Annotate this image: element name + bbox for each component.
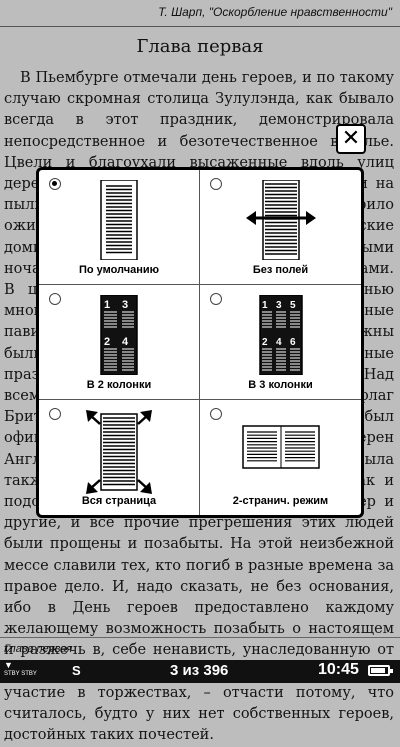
radio-two-columns[interactable]: [49, 293, 61, 305]
column-number: 3: [122, 299, 128, 311]
two-columns-icon: 1 3 2 4: [100, 295, 138, 375]
column-number: 1: [104, 299, 110, 311]
column-number: 3: [276, 300, 282, 311]
column-number: 4: [276, 337, 282, 348]
radio-three-columns[interactable]: [210, 293, 222, 305]
option-label: В 3 колонки: [248, 379, 313, 391]
battery-icon: [368, 665, 393, 676]
layout-option-no-margins[interactable]: Без полей: [200, 170, 361, 285]
reader-header: Т. Шарп, "Оскорбление нравственности": [0, 0, 400, 27]
radio-two-page[interactable]: [210, 408, 222, 420]
radio-fit-page[interactable]: [49, 408, 61, 420]
clock: 10:45: [318, 661, 359, 678]
page-counter[interactable]: 3 из 396: [170, 662, 229, 679]
column-number: 5: [290, 300, 296, 311]
wifi-status-text: STBY STBY: [4, 671, 37, 677]
column-number: 2: [262, 337, 268, 348]
chapter-title: Глава первая: [136, 36, 264, 57]
column-number: 1: [262, 300, 268, 311]
status-bar: ▼ STBY STBY S 3 из 396 10:45: [0, 660, 400, 683]
layout-option-default[interactable]: По умолчанию: [39, 170, 200, 285]
radio-default[interactable]: [49, 178, 61, 190]
option-label: Без полей: [252, 264, 309, 276]
three-columns-icon: 1 3 5 2 4 6: [258, 295, 303, 375]
footer-chapter-title: Глава первая: [4, 643, 73, 655]
page-default-icon: [100, 180, 138, 260]
wifi-status-icon: ▼ STBY STBY: [4, 660, 37, 678]
option-label: По умолчанию: [78, 264, 160, 276]
book-title: Т. Шарп, "Оскорбление нравственности": [158, 5, 392, 19]
status-symbol: S: [72, 663, 81, 678]
column-number: 2: [104, 336, 110, 348]
two-page-mode-icon: [241, 425, 320, 469]
option-label: В 2 колонки: [86, 379, 152, 391]
layout-option-two-page[interactable]: 2-странич. режим: [200, 400, 361, 515]
radio-no-margins[interactable]: [210, 178, 222, 190]
page-no-margins-icon: [245, 180, 316, 260]
close-button[interactable]: ✕: [336, 124, 366, 154]
layout-option-three-columns[interactable]: 1 3 5 2 4 6 В 3 колонки: [200, 285, 361, 400]
page-layout-dialog: По умолчанию Без полей 1 3 2 4: [36, 167, 364, 518]
footer-divider: [0, 637, 400, 638]
fit-page-icon: [86, 410, 152, 494]
option-label: Вся страница: [81, 495, 157, 507]
column-number: 6: [290, 337, 296, 348]
layout-option-two-columns[interactable]: 1 3 2 4 В 2 колонки: [39, 285, 200, 400]
column-number: 4: [122, 336, 129, 348]
option-label: 2-странич. режим: [232, 495, 329, 507]
layout-option-fit-page[interactable]: Вся страница: [39, 400, 200, 515]
